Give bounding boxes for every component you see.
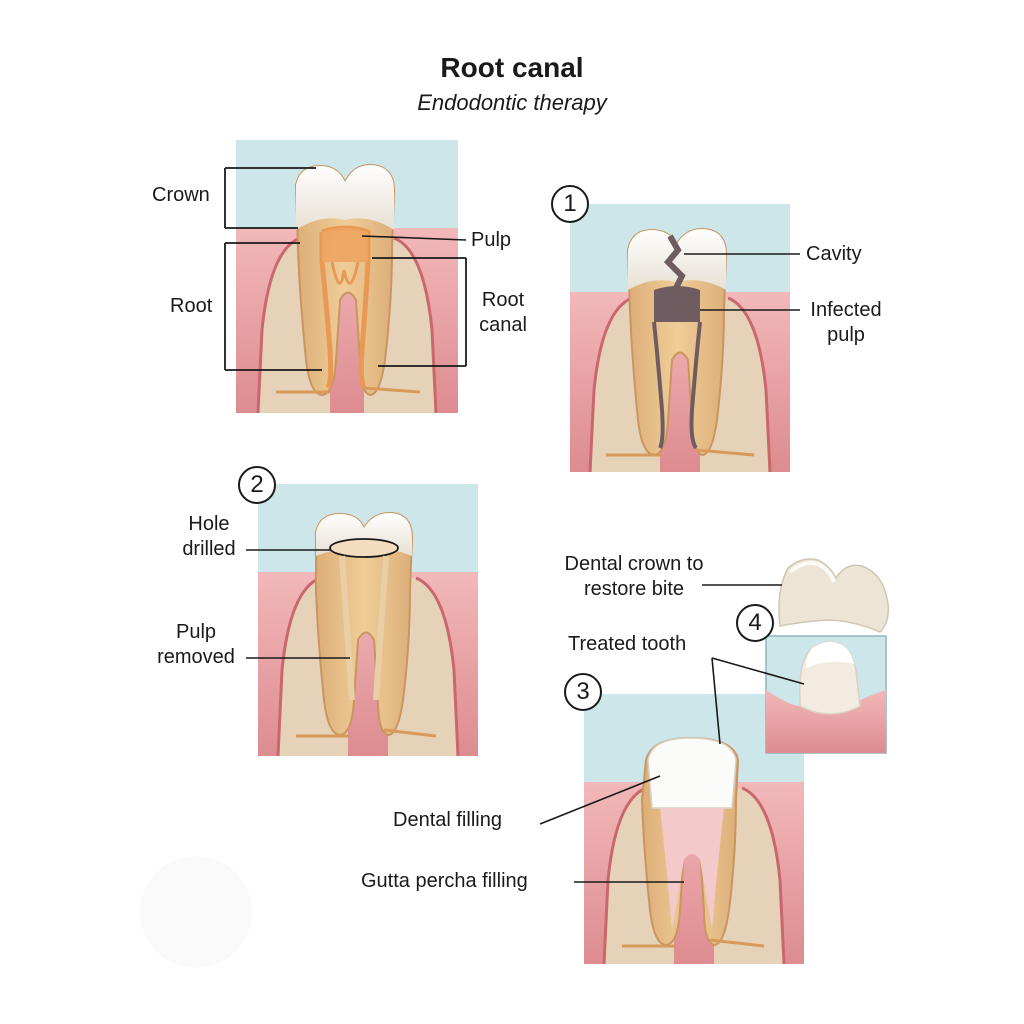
- panel-anatomy: [224, 140, 467, 414]
- root-canal-label-line2: canal: [479, 314, 527, 336]
- nerve: [276, 386, 421, 394]
- pulp-chamber: [322, 228, 368, 262]
- crown-label: Crown: [152, 184, 210, 206]
- infected-pulp-chamber: [654, 286, 700, 322]
- step-1-badge: 1: [551, 185, 589, 223]
- root-canal-label-line1: Root: [481, 289, 525, 311]
- step-3-badge: 3: [564, 673, 602, 711]
- tooth-enamel: [296, 164, 394, 230]
- step-2-badge: 2: [238, 466, 276, 504]
- panel-step1: [570, 204, 800, 473]
- dental-crown-cap: [778, 558, 890, 633]
- gutta-percha: [660, 808, 724, 930]
- panel-step3: [539, 657, 804, 965]
- cavity-crack: [663, 234, 686, 294]
- pulp-removed-label-line2: removed: [157, 646, 235, 668]
- filling-cap: [647, 737, 737, 809]
- gutta-percha-label: Gutta percha filling: [361, 870, 528, 892]
- treated-tooth-label: Treated tooth: [568, 633, 687, 655]
- dental-crown-label-line2: restore bite: [583, 578, 685, 600]
- infected-pulp-label-line1: Infected: [810, 299, 882, 321]
- cavity-label: Cavity: [806, 243, 862, 265]
- drill-hole: [329, 538, 399, 558]
- step-4-badge: 4: [736, 604, 774, 642]
- hole-drilled-label-line1: Hole: [188, 513, 230, 535]
- dental-crown-label-line1: Dental crown to: [564, 553, 704, 575]
- hole-drilled-label-line2: drilled: [182, 538, 236, 560]
- diagram-subtitle: Endodontic therapy: [417, 90, 607, 115]
- pulp-removed-label-line1: Pulp: [175, 621, 217, 643]
- dental-filling-label: Dental filling: [393, 809, 502, 831]
- diagram-title: Root canal: [440, 52, 584, 83]
- root-label: Root: [170, 295, 213, 317]
- infected-pulp-label-line2: pulp: [827, 324, 865, 346]
- panel-step4: [702, 558, 890, 754]
- panel-step2: [246, 484, 478, 757]
- pulp-label: Pulp: [471, 229, 512, 251]
